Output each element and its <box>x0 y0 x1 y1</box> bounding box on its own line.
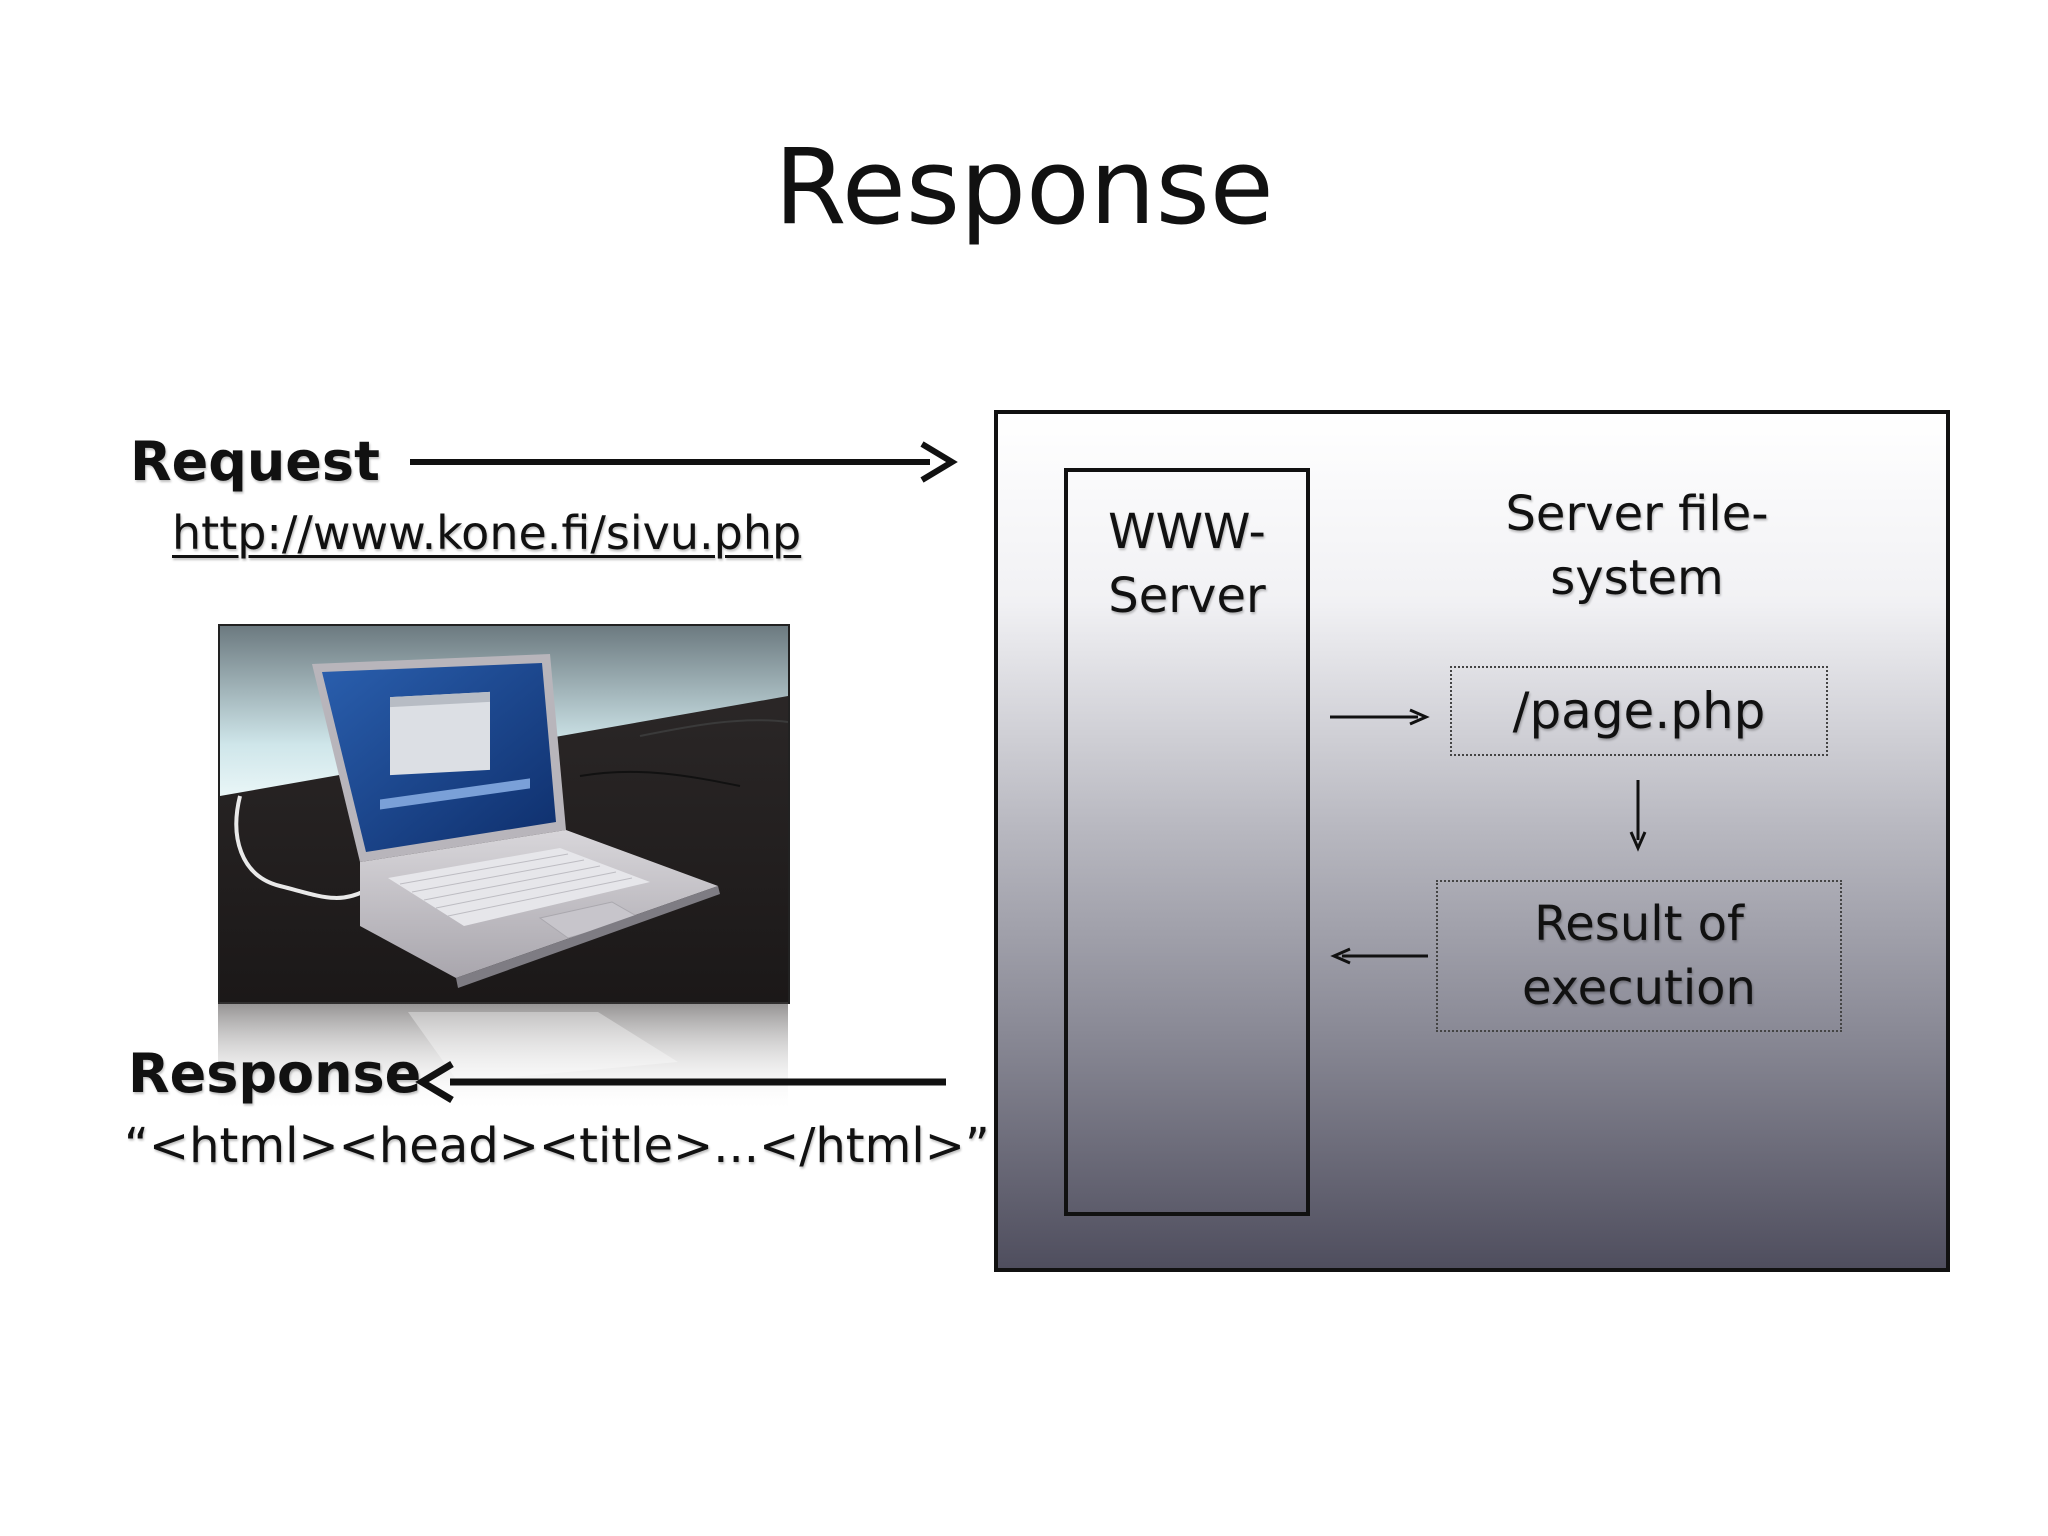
www-server-label: WWW- Server <box>1064 500 1310 628</box>
www-server-label-line2: Server <box>1108 568 1266 624</box>
result-label-line2: execution <box>1522 960 1756 1016</box>
slide-title: Response <box>774 126 1274 248</box>
www-server-label-line1: WWW- <box>1108 504 1266 560</box>
laptop-photo <box>218 624 790 1004</box>
result-label: Result of execution <box>1522 892 1756 1020</box>
laptop-reflection <box>218 1002 788 1112</box>
page-php-label: /page.php <box>1512 682 1766 740</box>
response-body-text: “<html><head><title>...</html>” <box>124 1118 990 1174</box>
request-url-link[interactable]: http://www.kone.fi/sivu.php <box>172 506 802 560</box>
page-php-box: /page.php <box>1450 666 1828 756</box>
www-server-box <box>1064 468 1310 1216</box>
filesystem-label: Server file- system <box>1450 482 1824 610</box>
request-arrow <box>410 441 958 483</box>
response-label: Response <box>128 1042 422 1105</box>
filesystem-label-line2: system <box>1550 550 1724 606</box>
server-box <box>994 410 1950 1272</box>
filesystem-label-line1: Server file- <box>1505 486 1769 542</box>
result-box: Result of execution <box>1436 880 1842 1032</box>
request-label: Request <box>130 430 380 493</box>
result-label-line1: Result of <box>1534 896 1744 952</box>
